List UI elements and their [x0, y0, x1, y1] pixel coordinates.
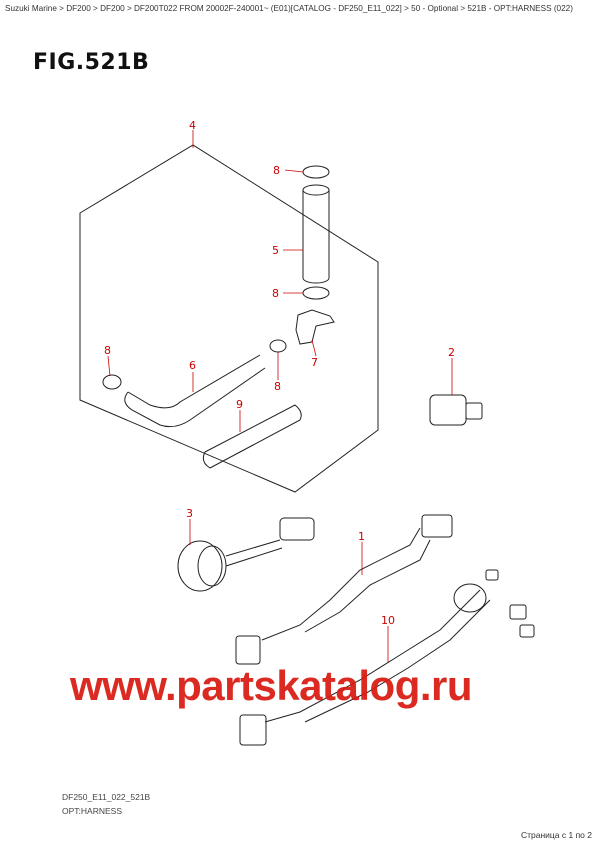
clamp-part: [302, 286, 330, 300]
gauge-part: [177, 517, 315, 592]
callout-5: 5: [272, 244, 279, 257]
breadcrumb[interactable]: Suzuki Marine > DF200 > DF200 > DF200T02…: [5, 4, 573, 13]
callout-9: 9: [236, 398, 243, 411]
callout-8: 8: [272, 287, 279, 300]
grommet-part: [429, 394, 483, 426]
harness-part: [261, 527, 431, 641]
clamp-part: [269, 339, 287, 353]
connector-part: [509, 604, 527, 620]
connector-part: [239, 714, 267, 746]
clamp-part: [102, 374, 122, 390]
connector-part: [235, 635, 261, 665]
harness-part: [264, 589, 491, 723]
callout-10: 10: [381, 614, 395, 627]
callout-2: 2: [448, 346, 455, 359]
figure-title: FIG.521B: [33, 50, 150, 75]
callout-8: 8: [274, 380, 281, 393]
drawing-subtitle: OPT:HARNESS: [62, 806, 122, 816]
callout-7: 7: [311, 356, 318, 369]
callout-8: 8: [273, 164, 280, 177]
hose-part: [302, 184, 330, 284]
t-joint-part: [295, 309, 335, 345]
watermark: www.partskatalog.ru: [70, 662, 473, 709]
callout-4: 4: [189, 119, 196, 132]
drawing-code: DF250_E11_022_521B: [62, 792, 151, 802]
pagination: Страница с 1 по 2: [520, 830, 592, 840]
callout-6: 6: [189, 359, 196, 372]
hose-part: [202, 404, 302, 469]
hose-part: [124, 354, 266, 428]
connector-part: [485, 569, 499, 581]
callout-1: 1: [358, 530, 365, 543]
connector-part: [519, 624, 535, 638]
clamp-part: [302, 165, 330, 179]
callout-3: 3: [186, 507, 193, 520]
callout-8: 8: [104, 344, 111, 357]
connector-part: [421, 514, 453, 538]
connector-part: [453, 583, 487, 613]
